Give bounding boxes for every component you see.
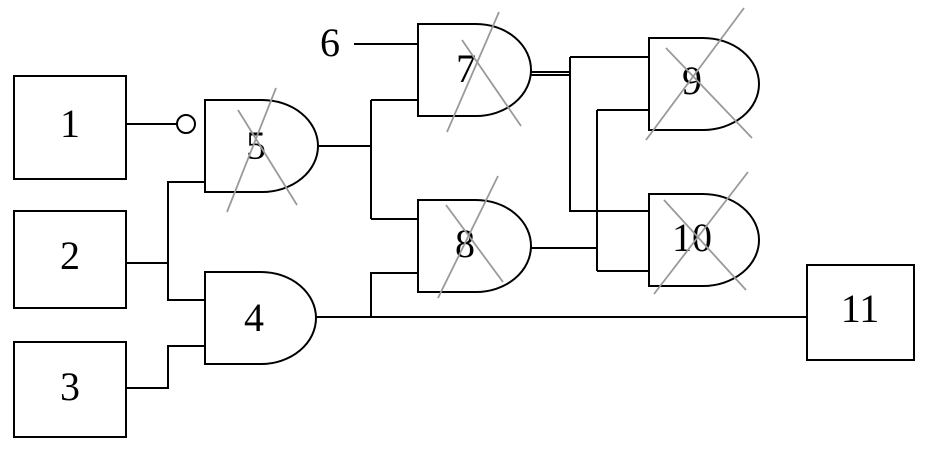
- box-1: 1: [13, 75, 127, 180]
- and-gate-7: 7: [417, 11, 532, 133]
- box-2: 2: [13, 210, 127, 309]
- cross-out-mark: [446, 11, 522, 133]
- box-3: 3: [13, 341, 127, 438]
- gate-4-label: 4: [244, 295, 264, 340]
- wire-2-to-gate5: [126, 181, 205, 264]
- wire-gate5-to-gate7: [370, 99, 418, 219]
- inverter-bubble: [176, 114, 196, 134]
- gate-7-label: 7: [456, 46, 476, 91]
- box-11-label: 11: [841, 286, 880, 331]
- wire-gate7-to-gate10: [569, 57, 649, 212]
- gate-9-label: 9: [682, 58, 702, 103]
- and-gate-8: 8: [417, 175, 532, 299]
- wire-gate8-to-gate9: [596, 109, 649, 271]
- box-3-label: 3: [60, 364, 80, 409]
- gate-5-label: 5: [246, 123, 266, 168]
- and-gate-10: 10: [648, 171, 760, 295]
- and-gate-5: 5: [176, 87, 319, 213]
- box-11: 11: [806, 264, 915, 361]
- wires: [126, 43, 807, 389]
- input-6-label: 6: [320, 20, 340, 65]
- box-2-label: 2: [60, 233, 80, 278]
- wire-2-to-gate4: [167, 263, 205, 301]
- cross-out-mark: [653, 171, 749, 295]
- wire-gate4-to-gate8: [370, 272, 418, 317]
- gate-10-label: 10: [672, 215, 712, 260]
- cross-out-mark: [437, 175, 504, 299]
- and-gate-9: 9: [645, 7, 760, 141]
- cross-out-mark: [226, 87, 298, 213]
- box-1-label: 1: [60, 101, 80, 146]
- cross-out-mark: [645, 7, 753, 141]
- wire-3-to-gate4: [126, 345, 205, 389]
- wire-gate7-out: [531, 71, 570, 76]
- and-gate-4: 4: [204, 271, 317, 365]
